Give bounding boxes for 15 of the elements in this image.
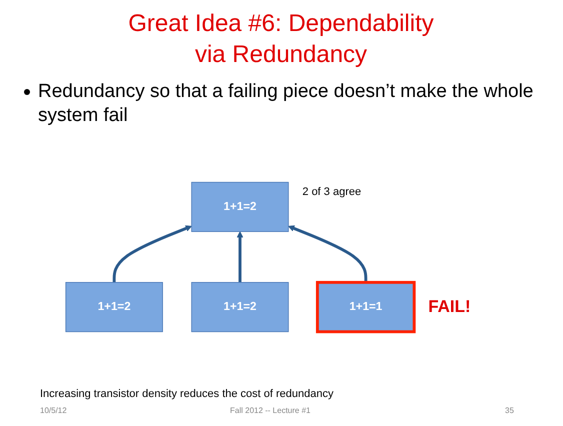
node-box: 1+1=2: [191, 182, 289, 232]
arrow: [288, 225, 368, 282]
footer-text: Fall 2012 -- Lecture #1: [230, 406, 310, 415]
node-box: 1+1=2: [191, 282, 289, 332]
date-text: 10/5/12: [40, 406, 67, 415]
slide-title: Great Idea #6: Dependability via Redundancy: [127, 9, 435, 70]
note-text: Increasing transistor density reduces the cost of redundancy: [40, 388, 334, 400]
node-box: 1+1=1: [316, 280, 416, 334]
node-box: 1+1=2: [65, 282, 163, 332]
status-text: FAIL!: [428, 297, 471, 318]
bullet-text: Redundancy so that a failing piece doesn’t make the whole system fail: [38, 80, 534, 128]
page-number: 35: [505, 406, 514, 415]
arrow: [236, 231, 244, 282]
arrow: [112, 225, 192, 282]
side-note: 2 of 3 agree: [302, 186, 362, 198]
